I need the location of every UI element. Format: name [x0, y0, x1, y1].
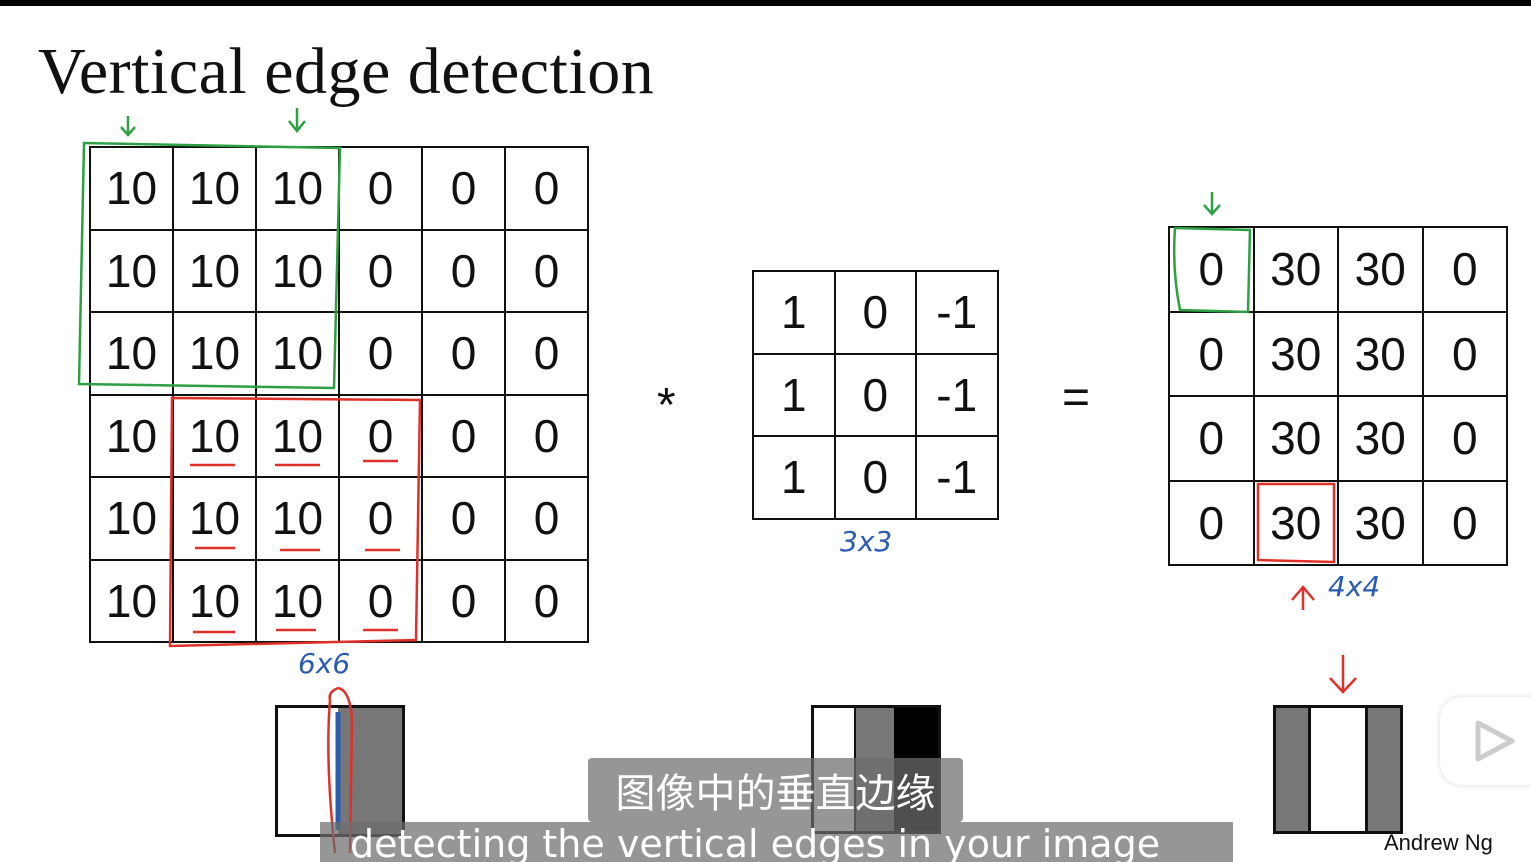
matrix-cell: 0	[1170, 312, 1253, 395]
matrix-cell: 0	[423, 230, 504, 311]
matrix-cell: 0	[835, 272, 915, 353]
matrix-cell: 10	[174, 148, 255, 229]
matrix-cell: 0	[1170, 228, 1253, 311]
matrix-cell: 10	[257, 560, 338, 641]
subtitle-english: detecting the vertical edges in your ima…	[320, 822, 1233, 862]
matrix-cell: 0	[1423, 397, 1506, 480]
output-size-label: 4x4	[1328, 570, 1381, 603]
matrix-cell: 0	[340, 478, 421, 559]
matrix-cell: 1	[754, 437, 834, 518]
matrix-cell: 10	[174, 478, 255, 559]
matrix-cell: 10	[174, 560, 255, 641]
slide-title: Vertical edge detection	[38, 35, 655, 108]
matrix-cell: 30	[1254, 481, 1337, 564]
matrix-cell: -1	[917, 437, 997, 518]
matrix-cell: 10	[257, 395, 338, 476]
output-image-stripes	[1273, 705, 1403, 834]
matrix-cell: 0	[423, 478, 504, 559]
matrix-cell: 0	[506, 148, 587, 229]
matrix-cell: 10	[91, 478, 172, 559]
matrix-cell: -1	[917, 354, 997, 435]
subtitle-chinese: 图像中的垂直边缘	[588, 758, 963, 822]
matrix-cell: 0	[340, 148, 421, 229]
matrix-cell: 0	[1170, 481, 1253, 564]
matrix-cell: 0	[423, 148, 504, 229]
matrix-cell: 30	[1339, 312, 1422, 395]
matrix-cell: 0	[506, 560, 587, 641]
matrix-cell: 30	[1339, 481, 1422, 564]
matrix-cell: 1	[754, 272, 834, 353]
matrix-cell: 1	[754, 354, 834, 435]
matrix-cell: 0	[423, 313, 504, 394]
matrix-cell: 0	[1423, 312, 1506, 395]
play-button[interactable]	[1440, 697, 1531, 785]
matrix-cell: 10	[174, 313, 255, 394]
matrix-cell: 30	[1254, 228, 1337, 311]
matrix-cell: 10	[91, 313, 172, 394]
input-image-stripes	[275, 705, 405, 837]
matrix-cell: 0	[835, 354, 915, 435]
matrix-cell: 0	[506, 230, 587, 311]
matrix-cell: 10	[91, 148, 172, 229]
matrix-cell: 10	[174, 395, 255, 476]
matrix-cell: 0	[835, 437, 915, 518]
matrix-cell: 0	[1423, 481, 1506, 564]
matrix-cell: 10	[91, 560, 172, 641]
matrix-cell: 10	[257, 478, 338, 559]
matrix-cell: 30	[1254, 397, 1337, 480]
input-size-label: 6x6	[298, 647, 351, 680]
matrix-cell: 0	[340, 230, 421, 311]
matrix-cell: 30	[1254, 312, 1337, 395]
matrix-cell: 30	[1339, 397, 1422, 480]
matrix-cell: 0	[340, 395, 421, 476]
matrix-cell: 0	[506, 313, 587, 394]
filter-size-label: 3x3	[840, 525, 893, 558]
matrix-cell: 0	[340, 313, 421, 394]
matrix-cell: -1	[917, 272, 997, 353]
matrix-cell: 0	[506, 395, 587, 476]
matrix-cell: 10	[257, 230, 338, 311]
matrix-cell: 10	[257, 148, 338, 229]
video-top-bar	[0, 0, 1531, 6]
matrix-cell: 10	[91, 230, 172, 311]
matrix-cell: 0	[340, 560, 421, 641]
matrix-cell: 10	[91, 395, 172, 476]
matrix-cell: 0	[1423, 228, 1506, 311]
matrix-cell: 0	[423, 395, 504, 476]
equals-operator: =	[1062, 371, 1091, 424]
matrix-cell: 0	[423, 560, 504, 641]
matrix-cell: 30	[1339, 228, 1422, 311]
convolve-operator: *	[657, 379, 676, 432]
matrix-cell: 10	[174, 230, 255, 311]
matrix-cell: 0	[506, 478, 587, 559]
matrix-cell: 10	[257, 313, 338, 394]
slide-credit: Andrew Ng	[1384, 830, 1493, 855]
matrix-cell: 0	[1170, 397, 1253, 480]
play-icon	[1475, 720, 1515, 762]
